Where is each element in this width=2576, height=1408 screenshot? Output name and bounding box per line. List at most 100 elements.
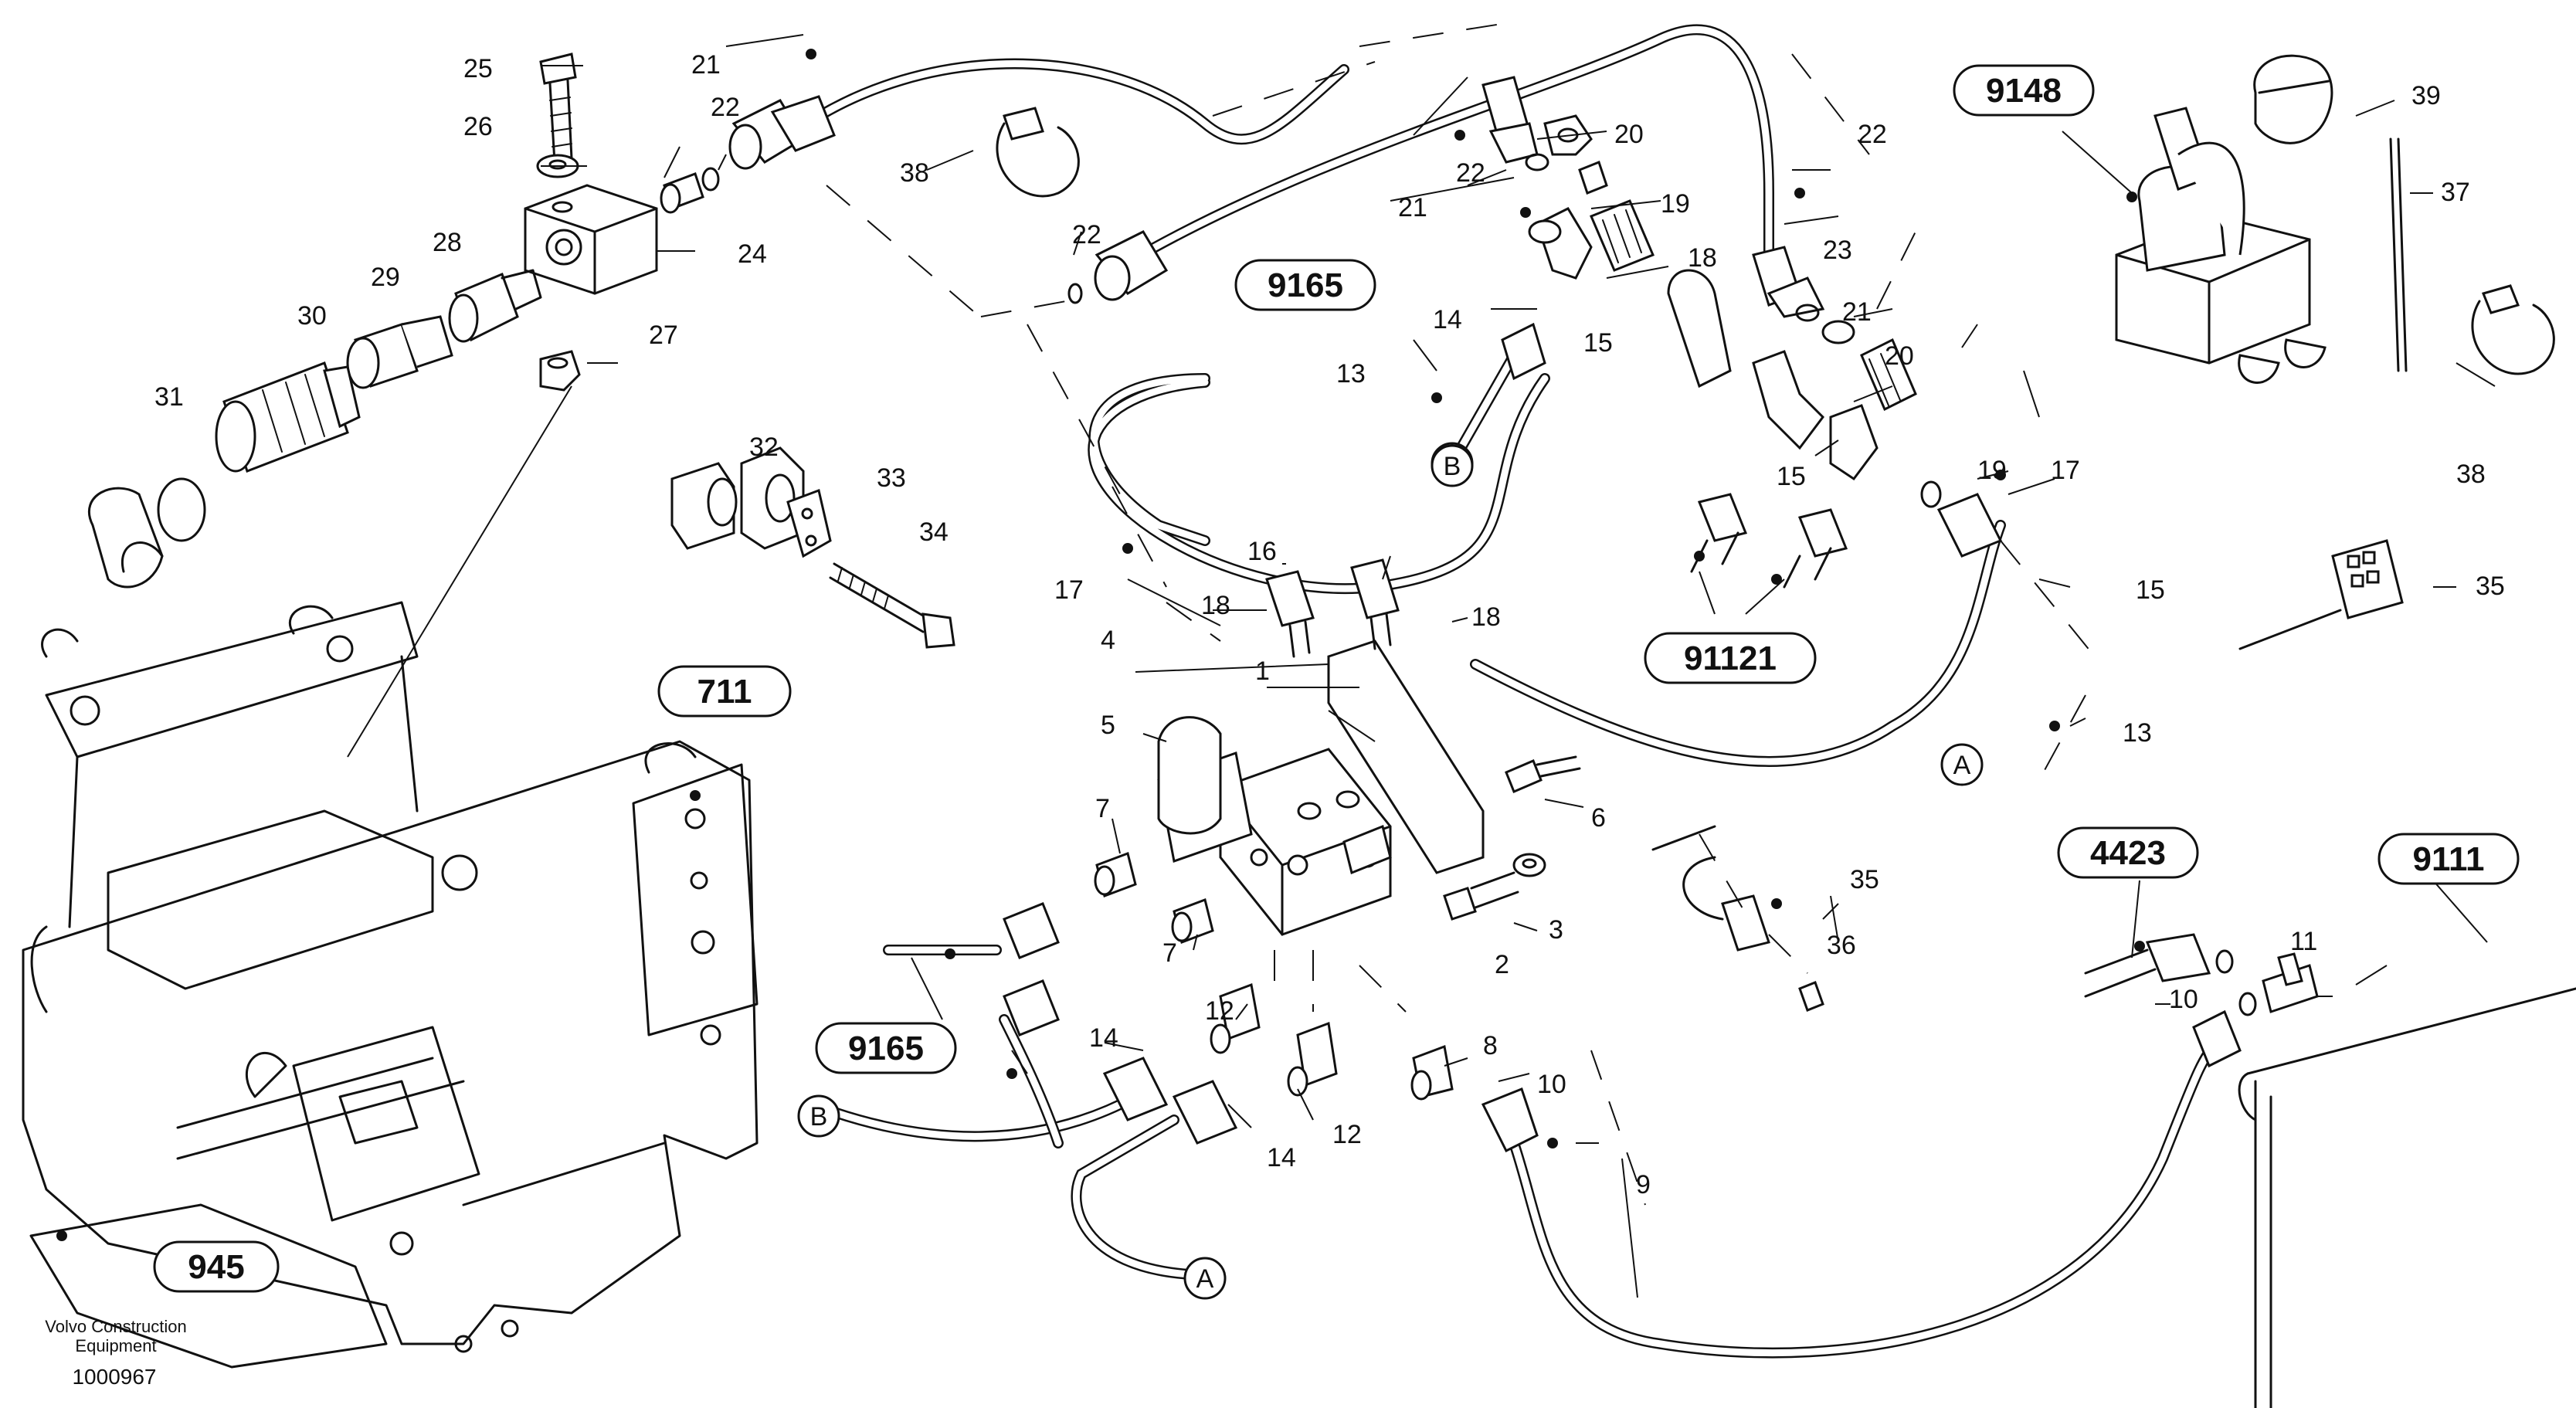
part-number: 30 <box>297 301 327 331</box>
part-number: 25 <box>463 54 493 83</box>
reference-boxes: 9148 9165 9165 711 91121 4423 9111 945 <box>153 64 2520 1293</box>
part-number: 6 <box>1591 803 1606 833</box>
drawing-number: 1000967 <box>72 1365 156 1389</box>
part-number: 13 <box>2123 718 2152 748</box>
part-number: 21 <box>1842 297 1872 327</box>
reference-4423: 4423 <box>2057 826 2199 879</box>
connector-label: B <box>810 1102 828 1131</box>
part-number: 36 <box>1827 931 1856 960</box>
connector-a-upper: A <box>1940 743 1984 786</box>
part-number: 20 <box>1885 341 1914 371</box>
part-number: 31 <box>154 382 184 412</box>
part-number: 15 <box>1583 328 1613 358</box>
hoses-lower <box>829 825 2576 1408</box>
part-number: 12 <box>1205 996 1234 1026</box>
reference-label: 945 <box>188 1248 244 1286</box>
part-number: 38 <box>900 158 929 188</box>
part-number: 38 <box>2456 460 2486 489</box>
connector-label: A <box>1953 751 1971 780</box>
reference-9165-upper: 9165 <box>1234 259 1376 311</box>
part-number: 11 <box>2290 927 2317 956</box>
part-number: 8 <box>1483 1031 1498 1060</box>
reference-711: 711 <box>657 665 792 718</box>
part-number: 22 <box>711 93 740 122</box>
connector-markers: B A B A <box>797 444 1984 1300</box>
part-number: 22 <box>1858 120 1887 149</box>
part-number: 33 <box>877 463 906 493</box>
reference-label: 9165 <box>848 1030 924 1067</box>
valve-block <box>1094 558 1581 1101</box>
part-number: 4 <box>1101 626 1115 655</box>
reference-label: 9111 <box>2412 840 2484 878</box>
part-number: 13 <box>1336 359 1366 388</box>
part-number-labels: 1 2 3 4 5 6 7 7 8 9 10 10 11 12 12 13 13… <box>154 50 2505 1199</box>
part-number: 2 <box>1495 950 1509 979</box>
part-number: 26 <box>463 112 493 141</box>
part-number: 1 <box>1255 657 1270 686</box>
loader-frame <box>22 601 759 1369</box>
part-number: 32 <box>749 433 779 462</box>
maker-name-line1: Volvo Construction <box>45 1317 186 1336</box>
joystick-group <box>2115 54 2555 650</box>
part-number: 10 <box>1537 1070 1566 1099</box>
reference-label: 9165 <box>1268 266 1343 304</box>
part-number: 15 <box>1777 462 1806 491</box>
part-number: 22 <box>1456 158 1485 188</box>
connector-label: A <box>1196 1264 1214 1294</box>
part-number: 17 <box>1054 575 1084 605</box>
diagram-footer: Volvo Construction Equipment 1000967 <box>45 1317 186 1389</box>
part-number: 28 <box>433 228 462 257</box>
reference-9111: 9111 <box>2377 833 2520 885</box>
part-number: 7 <box>1162 938 1177 968</box>
hose-clamp-group <box>670 446 955 649</box>
hoses-top <box>660 24 1774 304</box>
part-number: 35 <box>2476 572 2505 601</box>
reference-9148: 9148 <box>1953 64 2095 117</box>
connector-label: B <box>1444 452 1461 481</box>
part-number: 34 <box>919 517 949 547</box>
part-number: 19 <box>1977 456 2007 485</box>
reference-label: 9148 <box>1986 72 2062 110</box>
reference-9165-lower: 9165 <box>815 1022 957 1074</box>
reference-label: 4423 <box>2090 834 2166 872</box>
reference-945: 945 <box>153 1240 280 1293</box>
part-number: 20 <box>1614 120 1644 149</box>
reference-label: 91121 <box>1684 640 1777 677</box>
leader-dots <box>56 49 2145 1241</box>
part-number: 39 <box>2411 81 2441 110</box>
part-number: 18 <box>1688 243 1717 273</box>
part-number: 5 <box>1101 711 1115 740</box>
part-number: 27 <box>649 321 678 350</box>
part-number: 29 <box>371 263 400 292</box>
connector-b-lower: B <box>797 1094 840 1138</box>
part-number: 23 <box>1823 236 1852 265</box>
part-number: 12 <box>1332 1120 1362 1149</box>
part-number: 19 <box>1661 189 1690 219</box>
part-number: 18 <box>1201 591 1230 620</box>
leader-lines <box>347 22 2496 1298</box>
connector-b-upper: B <box>1431 444 1474 487</box>
part-number: 9 <box>1636 1170 1651 1199</box>
part-number: 14 <box>1267 1143 1296 1172</box>
part-number: 14 <box>1433 305 1462 334</box>
part-number: 22 <box>1072 220 1101 249</box>
maker-name-line2: Equipment <box>75 1336 156 1355</box>
part-number: 35 <box>1850 865 1879 894</box>
hoses-middle <box>1088 76 2006 767</box>
reference-91121: 91121 <box>1644 632 1817 684</box>
part-number: 16 <box>1247 537 1277 566</box>
part-number: 3 <box>1549 915 1563 945</box>
part-number: 21 <box>1398 193 1427 222</box>
part-number: 24 <box>738 239 767 269</box>
part-number: 17 <box>2051 456 2080 485</box>
part-number: 7 <box>1095 794 1110 823</box>
block-fittings-group <box>87 53 658 589</box>
connector-a-lower: A <box>1183 1257 1227 1300</box>
part-number: 18 <box>1471 602 1501 632</box>
reference-label: 711 <box>697 673 752 711</box>
part-number: 15 <box>2136 575 2165 605</box>
part-number: 37 <box>2441 178 2470 207</box>
part-number: 21 <box>691 50 721 80</box>
part-number: 14 <box>1089 1023 1118 1053</box>
